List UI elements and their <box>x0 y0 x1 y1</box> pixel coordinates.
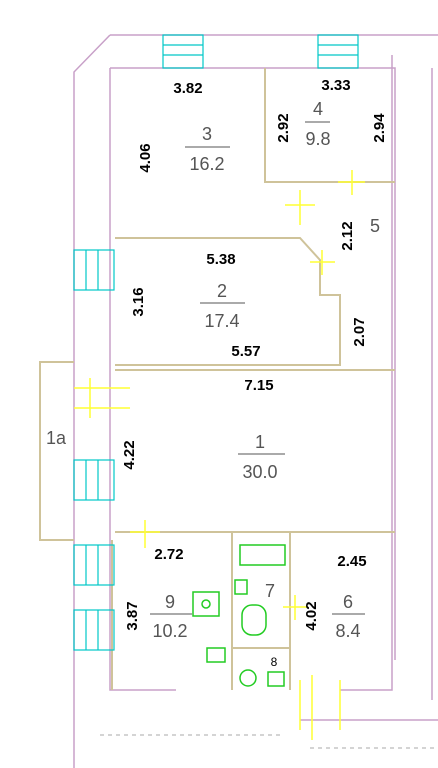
dim-3-87: 3.87 <box>124 601 141 630</box>
room-4-area: 9.8 <box>305 129 330 149</box>
room-1-area: 30.0 <box>242 462 277 482</box>
dim-2-45: 2.45 <box>337 553 366 570</box>
dim-4-06: 4.06 <box>137 143 154 172</box>
room-7-number: 7 <box>265 581 275 601</box>
dim-2-92: 2.92 <box>275 113 292 142</box>
dim-5-57: 5.57 <box>231 343 260 360</box>
room-1-number: 1 <box>255 432 265 452</box>
doors <box>74 170 365 740</box>
outer-walls <box>73 34 438 768</box>
room-8-number: 8 <box>271 655 278 669</box>
room-1a-number: 1а <box>46 428 67 448</box>
room-9-area: 10.2 <box>152 621 187 641</box>
toilet-icon <box>241 604 267 636</box>
dim-2-07: 2.07 <box>351 317 368 346</box>
dim-2-12: 2.12 <box>339 221 356 250</box>
room-4-number: 4 <box>313 99 323 119</box>
box-icon <box>206 647 226 663</box>
bottom-lines <box>100 734 438 749</box>
sink-icon <box>192 591 220 617</box>
dim-3-82: 3.82 <box>173 80 202 97</box>
room-2-number: 2 <box>217 281 227 301</box>
bathtub-icon <box>239 544 286 566</box>
dim-4-22: 4.22 <box>121 440 138 469</box>
room-1a-outline <box>39 361 74 541</box>
dim-2-72: 2.72 <box>154 546 183 563</box>
windows <box>73 34 359 651</box>
room-6-number: 6 <box>343 592 353 612</box>
room-3-number: 3 <box>202 124 212 144</box>
dim-3-16: 3.16 <box>130 287 147 316</box>
dim-7-15: 7.15 <box>244 377 273 394</box>
toilet-small-icon <box>267 671 285 687</box>
dim-4-02: 4.02 <box>303 601 320 630</box>
dim-5-38: 5.38 <box>206 251 235 268</box>
dim-2-94: 2.94 <box>371 113 388 143</box>
room-labels: 3 16.2 4 9.8 5 2 17.4 1 30.0 1а 9 10.2 7… <box>46 99 380 669</box>
fixtures <box>192 544 286 687</box>
room-9-number: 9 <box>165 592 175 612</box>
dimension-labels: 3.82 3.33 4.06 2.92 2.94 2.12 5.38 3.16 … <box>121 77 388 631</box>
room-3-area: 16.2 <box>189 154 224 174</box>
basin-icon <box>239 669 257 687</box>
room-2-area: 17.4 <box>204 311 239 331</box>
inner-walls <box>111 68 395 690</box>
cabinet-icon <box>234 579 248 595</box>
dim-3-33: 3.33 <box>321 77 350 94</box>
room-5-number: 5 <box>370 216 380 236</box>
room-6-area: 8.4 <box>335 621 360 641</box>
